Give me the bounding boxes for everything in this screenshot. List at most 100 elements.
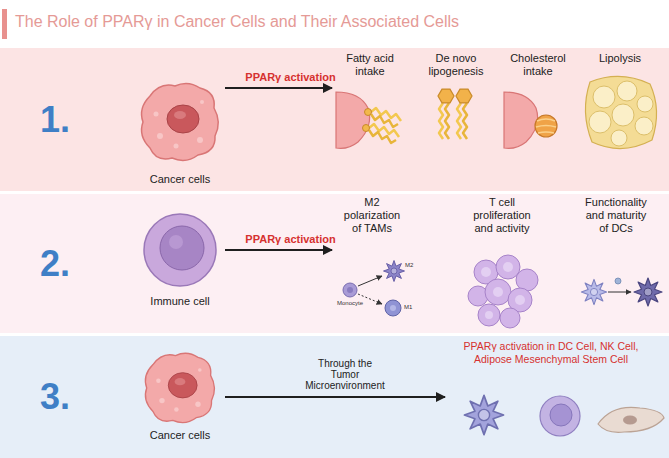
lipid-tail <box>445 103 449 139</box>
lipid-tail <box>371 108 401 121</box>
panel-band: 1. Cancer cells Fatty acid intake De novo l… <box>0 48 669 191</box>
flow-arrow <box>225 87 332 89</box>
t-cell-nucleus <box>481 267 491 277</box>
lipid-head <box>365 109 372 116</box>
ball-stripe <box>538 132 554 133</box>
cell-label: Immune cell <box>150 295 209 308</box>
m2-macrophage <box>384 261 405 282</box>
t-cell-nucleus <box>485 311 493 319</box>
lipogenesis-icon <box>438 89 472 139</box>
immune-cell: Immune cell <box>135 208 225 308</box>
title-accent-bar <box>2 9 7 39</box>
mature-dc <box>634 278 662 306</box>
process-item: Cholesterol intake <box>501 52 575 148</box>
t-cell <box>474 260 498 284</box>
adipose-tissue <box>585 76 656 148</box>
nk-cell-body <box>540 396 580 436</box>
adipocyte <box>611 130 627 146</box>
process-item: M2 polarization of TAMs <box>332 196 412 256</box>
t-cell <box>478 304 500 326</box>
target-cell-group: PPARγ activation in DC Cell, NK Cell, Ad… <box>445 340 657 452</box>
adipocyte <box>593 86 615 108</box>
mesenchymal-stem-cell <box>598 407 664 432</box>
cholesterol-ball <box>535 115 557 137</box>
lipid-tail <box>463 103 467 139</box>
lipolysis-icon <box>585 76 656 148</box>
lipid-head <box>363 125 370 132</box>
immature-dc <box>581 279 606 304</box>
target-label: PPARγ activation in DC Cell, NK Cell, Ad… <box>445 340 657 366</box>
t-cell <box>485 279 511 305</box>
t-cell <box>500 308 520 328</box>
process-item: De novo lipogenesis <box>419 52 493 148</box>
process-label: Lipolysis <box>585 52 655 65</box>
stem-cell-nucleus <box>623 416 637 425</box>
process-item: Lipolysis <box>583 52 657 148</box>
hexagon-head <box>438 89 454 103</box>
nk-cell-nucleus <box>550 404 572 426</box>
lipid-tail <box>371 114 398 127</box>
cell-label: Cancer cells <box>150 429 211 442</box>
edge-label: PPARγ activation <box>245 233 335 245</box>
macrophage-polarization-icon <box>343 261 405 317</box>
lipid-tail <box>439 103 443 139</box>
process-label: M2 polarization of TAMs <box>340 196 404 235</box>
stem-cell-body <box>598 407 664 432</box>
cell-type-label: Monocyte <box>337 300 363 307</box>
m1-nucleus <box>390 305 396 311</box>
t-cell-nucleus <box>515 295 525 305</box>
lipid-tail <box>369 124 399 137</box>
cancer-cell: Cancer cells <box>135 82 225 186</box>
adipocyte <box>589 111 611 133</box>
cancer-cell-illustration <box>145 353 214 422</box>
edge-label: Through the Tumor Microenvironment <box>304 358 386 391</box>
process-label: Fatty acid intake <box>335 52 405 78</box>
hexagon-head <box>456 89 472 103</box>
adipocyte <box>612 104 634 126</box>
panel-band: 2. Immune cell M2 polarization of TAMs T ce… <box>0 194 669 333</box>
t-cell <box>508 288 532 312</box>
process-item: T cell proliferation and activity <box>463 196 541 256</box>
t-cell <box>496 255 520 279</box>
membrane-fragment <box>336 92 370 148</box>
polarization-arrow <box>358 276 382 286</box>
panel-number: 1. <box>40 100 70 140</box>
ball-stripe <box>536 126 556 128</box>
monocyte-nucleus <box>347 287 353 293</box>
t-cell-cluster <box>468 255 538 328</box>
cell-label: Cancer cells <box>150 173 211 186</box>
nk-cell <box>540 396 580 436</box>
immune-cell-illustration <box>144 214 216 286</box>
panel-number: 2. <box>40 244 70 284</box>
process-item: Fatty acid intake <box>332 52 408 148</box>
immune-cell-nucleus <box>160 226 204 270</box>
diagram-title: The Role of PPARγ in Cancer Cells and Th… <box>15 13 459 31</box>
adipocyte <box>637 96 653 112</box>
cholesterol-icon <box>504 92 557 148</box>
lipid-tail <box>457 103 461 139</box>
m1-macrophage <box>385 300 401 316</box>
immune-cell-body <box>144 214 216 286</box>
membrane-fragment <box>504 92 538 148</box>
process-label: Functionality and maturity of DCs <box>580 196 652 235</box>
edge-label: PPARγ activation <box>245 71 335 83</box>
nucleus-highlight <box>169 235 183 249</box>
flow-arrow <box>225 249 332 251</box>
t-cell-nucleus <box>503 262 513 272</box>
dc-maturation-icon <box>581 278 662 306</box>
dendritic-cell <box>464 395 503 434</box>
adipocyte <box>635 117 653 135</box>
ball-stripe <box>537 119 555 121</box>
cell-type-label: M2 <box>405 262 413 269</box>
maturation-arrow <box>608 292 631 293</box>
antigen <box>615 278 621 284</box>
monocyte <box>343 283 357 297</box>
t-cell-nucleus <box>493 287 503 297</box>
flow-arrow <box>225 396 445 398</box>
panel-number: 3. <box>40 377 70 417</box>
cell-type-label: M1 <box>404 304 412 311</box>
cancer-cell: Cancer cells <box>135 352 225 442</box>
